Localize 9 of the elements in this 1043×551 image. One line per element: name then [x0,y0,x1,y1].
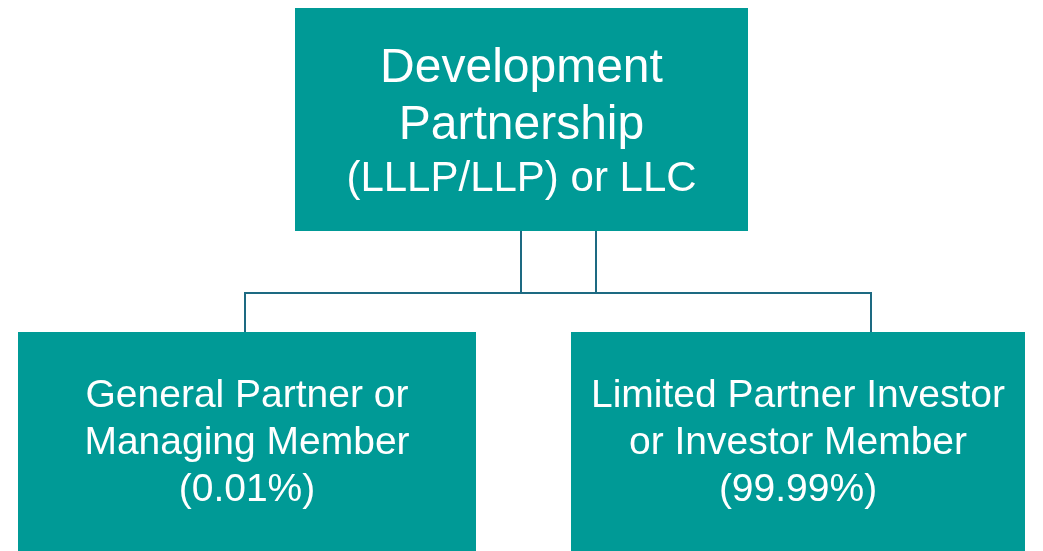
entity-box [295,8,748,231]
entity-name: Development Partnership [379,37,664,152]
entity-name: General Partner or Managing Member (0.01%) [83,371,411,511]
connector-line [520,230,872,333]
entity-box [571,332,1025,551]
entity-type: (LLLP/LLP) or LLC [346,151,697,202]
entity-box [18,332,476,551]
connector-line [244,230,597,333]
entity-name: Limited Partner Investor or Investor Member (99.99%) [590,371,1006,511]
